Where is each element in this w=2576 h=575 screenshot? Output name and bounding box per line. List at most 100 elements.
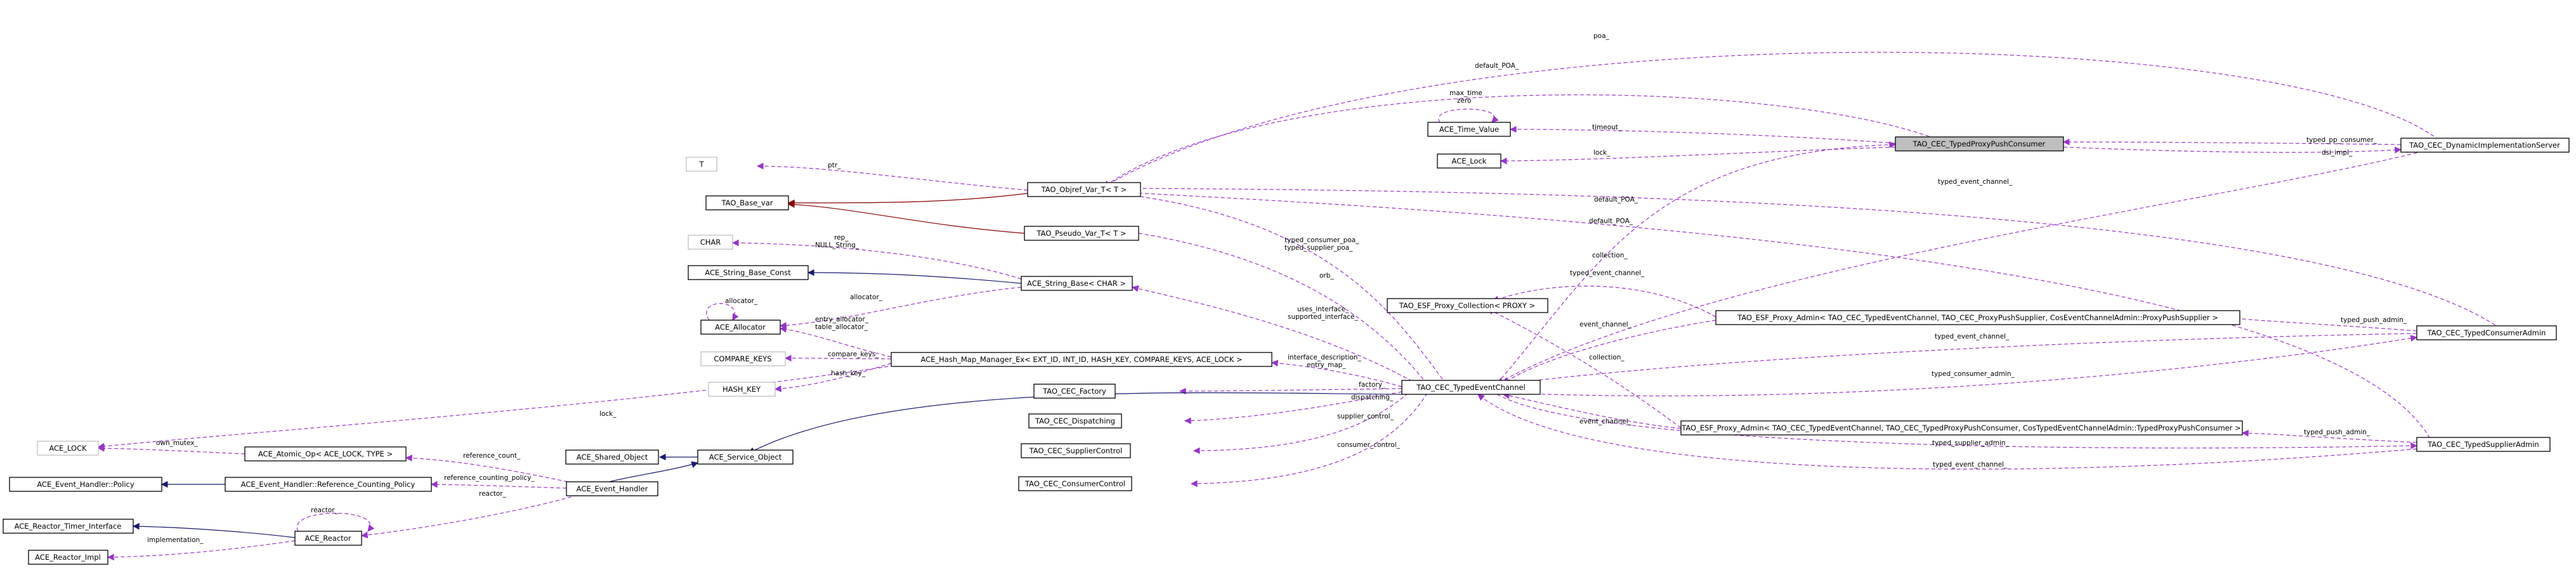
edge-typed-supplier-admin <box>1496 394 2418 449</box>
edge-reference-count <box>405 455 568 482</box>
svg-text:ACE_Service_Object: ACE_Service_Object <box>709 453 782 462</box>
edge-typed-consumer-admin <box>1509 335 2418 397</box>
node-tao-cec-typedeventchannel[interactable]: TAO_CEC_TypedEventChannel <box>1401 380 1541 395</box>
node-ace-hash-map-manager[interactable]: ACE_Hash_Map_Manager_Ex< EXT_ID, INT_ID,… <box>891 352 1272 367</box>
node-ace-string-base[interactable]: ACE_String_Base< CHAR > <box>1021 276 1133 291</box>
edge-label-allocator-self: allocator_ <box>725 297 758 305</box>
node-char[interactable]: CHAR <box>688 235 733 250</box>
svg-text:TAO_ESF_Proxy_Collection< PROX: TAO_ESF_Proxy_Collection< PROXY > <box>1399 301 1535 310</box>
edge-uses-interface <box>1131 285 1418 385</box>
node-ace-atomic-op[interactable]: ACE_Atomic_Op< ACE_LOCK, TYPE > <box>244 446 407 462</box>
edge-entry-table-allocator <box>779 326 892 358</box>
node-tao-cec-dynamicimplementationserver[interactable]: TAO_CEC_DynamicImplementationServer <box>2400 138 2570 153</box>
node-t[interactable]: T <box>686 157 717 172</box>
edge-label-typed-push-admin-2: typed_push_admin_ <box>2304 429 2370 436</box>
node-tao-cec-consumercontrol[interactable]: TAO_CEC_ConsumerControl <box>1018 476 1132 491</box>
node-tao-pseudo-var[interactable]: TAO_Pseudo_Var_T< T > <box>1024 226 1139 241</box>
svg-text:TAO_ESF_Proxy_Admin< TAO_CEC_T: TAO_ESF_Proxy_Admin< TAO_CEC_TypedEventC… <box>1737 313 2218 322</box>
node-tao-esf-proxy-admin-consumer[interactable]: TAO_ESF_Proxy_Admin< TAO_CEC_TypedEventC… <box>1680 420 2243 436</box>
edge-label-default-poa-top: default_POA_ <box>1475 62 1519 70</box>
edge-typed-pp-consumer <box>2062 138 2402 146</box>
edge-label-allocator: allocator_ <box>850 294 883 301</box>
node-ace-string-base-const[interactable]: ACE_String_Base_Const <box>688 265 809 280</box>
edge-consumer-control <box>1190 392 1428 488</box>
svg-text:TAO_CEC_Factory: TAO_CEC_Factory <box>1042 387 1106 396</box>
edge-label-entry-allocator: entry_allocator_ <box>815 316 869 323</box>
edge-label-collection-2: collection_ <box>1589 354 1625 361</box>
svg-text:TAO_Objref_Var_T< T >: TAO_Objref_Var_T< T > <box>1041 185 1127 194</box>
edge-ptr <box>756 162 1028 191</box>
edge-default-poa-low <box>1104 188 2433 444</box>
svg-text:ACE_Lock: ACE_Lock <box>1452 157 1487 165</box>
svg-text:TAO_CEC_Dispatching: TAO_CEC_Dispatching <box>1035 417 1115 425</box>
edge-label-collection-1: collection_ <box>1592 252 1628 259</box>
edge-label-own-mutex: own_mutex_ <box>156 439 198 447</box>
edge-typed-consumer-poa <box>1104 189 1447 385</box>
edge-label-null-string: NULL_String_ <box>815 242 860 249</box>
svg-text:TAO_CEC_SupplierControl: TAO_CEC_SupplierControl <box>1029 446 1123 455</box>
edge-lock-mutex <box>97 364 901 450</box>
svg-text:HASH_KEY: HASH_KEY <box>722 385 761 394</box>
node-ace-shared-object[interactable]: ACE_Shared_Object <box>565 449 659 465</box>
edge-label-default-poa-low: default_POA_ <box>1589 217 1633 225</box>
edge-typed-event-channel-ca <box>1508 333 2417 387</box>
edge-label-typed-consumer-poa: typed_consumer_poa_ <box>1285 236 1359 244</box>
node-tao-objref-var[interactable]: TAO_Objref_Var_T< T > <box>1027 182 1141 197</box>
node-ace-reactor-impl[interactable]: ACE_Reactor_Impl <box>28 550 108 565</box>
svg-text:ACE_Event_Handler::Policy: ACE_Event_Handler::Policy <box>37 480 134 489</box>
node-ace-event-handler-policy[interactable]: ACE_Event_Handler::Policy <box>9 477 162 492</box>
node-hash-key[interactable]: HASH_KEY <box>708 382 776 397</box>
edge-supplier-control <box>1193 392 1409 455</box>
edge-dispatching <box>1184 391 1402 425</box>
edge-event-handler-inherit <box>608 461 699 482</box>
edge-label-zero: zero <box>1457 97 1471 105</box>
svg-text:T: T <box>698 160 704 169</box>
node-ace-reactor[interactable]: ACE_Reactor <box>294 531 362 546</box>
node-tao-cec-dispatching[interactable]: TAO_CEC_Dispatching <box>1028 413 1122 429</box>
edge-objref-inherit <box>787 193 1028 207</box>
node-tao-cec-typedproxypushconsumer[interactable]: TAO_CEC_TypedProxyPushConsumer <box>1895 136 2064 152</box>
node-tao-cec-factory[interactable]: TAO_CEC_Factory <box>1033 384 1116 399</box>
node-ace-lock[interactable]: ACE_Lock <box>1437 153 1501 169</box>
node-tao-cec-typedsupplieradmin[interactable]: TAO_CEC_TypedSupplierAdmin <box>2416 437 2551 452</box>
edge-compare-keys <box>784 354 892 362</box>
node-ace-service-object[interactable]: ACE_Service_Object <box>697 449 794 465</box>
edge-label-event-channel-2: event_channel_ <box>1579 418 1632 425</box>
edge-implementation <box>107 540 296 561</box>
edge-label-factory: factory_ <box>1359 381 1386 389</box>
node-tao-esf-proxy-admin-supplier[interactable]: TAO_ESF_Proxy_Admin< TAO_CEC_TypedEventC… <box>1715 310 2240 325</box>
edge-label-consumer-control: consumer_control_ <box>1337 441 1401 449</box>
node-tao-cec-typedconsumeradmin[interactable]: TAO_CEC_TypedConsumerAdmin <box>2416 325 2557 340</box>
svg-text:ACE_Allocator: ACE_Allocator <box>715 323 766 332</box>
node-compare-keys[interactable]: COMPARE_KEYS <box>700 351 786 366</box>
edge-time-self <box>1438 108 1499 123</box>
svg-text:ACE_Shared_Object: ACE_Shared_Object <box>577 453 648 462</box>
node-tao-base-var[interactable]: TAO_Base_var <box>705 195 789 210</box>
edge-lock <box>1500 146 1896 165</box>
node-ace-allocator[interactable]: ACE_Allocator <box>700 320 781 335</box>
edge-label-typed-consumer-admin: typed_consumer_admin_ <box>1932 370 2015 378</box>
edge-allocator-self <box>706 303 739 321</box>
node-ace-reactor-timer-interface[interactable]: ACE_Reactor_Timer_Interface <box>3 519 134 534</box>
edge-label-event-channel-1: event_channel_ <box>1579 321 1632 328</box>
edge-label-reference-counting-policy: reference_counting_policy_ <box>444 474 535 482</box>
edge-hash-key <box>774 363 892 392</box>
svg-text:TAO_CEC_TypedConsumerAdmin: TAO_CEC_TypedConsumerAdmin <box>2427 328 2546 337</box>
node-tao-esf-proxy-collection[interactable]: TAO_ESF_Proxy_Collection< PROXY > <box>1387 298 1548 313</box>
edge-string-inherit <box>807 269 1022 284</box>
node-ace-time-value[interactable]: ACE_Time_Value <box>1427 122 1511 137</box>
edge-label-lock-mutex: lock_ <box>599 410 617 418</box>
edge-reactor <box>360 493 584 539</box>
node-ace-event-handler-refpolicy[interactable]: ACE_Event_Handler::Reference_Counting_Po… <box>225 477 432 492</box>
edge-default-poa-top <box>1103 94 1942 188</box>
node-tao-cec-suppliercontrol[interactable]: TAO_CEC_SupplierControl <box>1021 443 1131 458</box>
edge-label-entry-map: entry_map_ <box>1307 361 1346 369</box>
edge-label-hash-key: hash_key_ <box>831 370 866 377</box>
edge-label-typed-event-channel-sa: typed_event_channel_ <box>1933 461 2008 468</box>
node-ace-event-handler[interactable]: ACE_Event_Handler <box>566 481 658 496</box>
edge-label-default-poa-mid: default_POA_ <box>1594 196 1638 204</box>
svg-text:ACE_Reactor_Impl: ACE_Reactor_Impl <box>35 553 101 562</box>
node-ace-lock-t[interactable]: ACE_LOCK <box>37 441 99 456</box>
nodes: T TAO_Base_var CHAR ACE_String_Base_Cons… <box>3 122 2570 565</box>
